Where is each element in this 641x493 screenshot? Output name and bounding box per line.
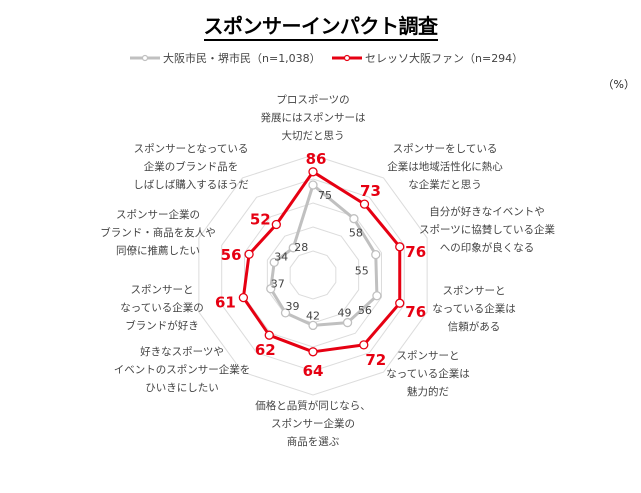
axis-label: スポンサーとなっている企業のブランドが好き bbox=[120, 284, 203, 332]
axis-label-line: 企業のブランド品を bbox=[144, 160, 239, 173]
data-label: 58 bbox=[349, 227, 363, 240]
data-point bbox=[342, 317, 353, 328]
axis-label-line: 信頼がある bbox=[448, 320, 501, 333]
axis-label-line: スポンサーと bbox=[397, 350, 460, 362]
axis-label-line: なっている企業は bbox=[386, 367, 469, 380]
legend-line-gray-icon bbox=[130, 54, 160, 62]
axis-label-line: しばしば購入するほうだ bbox=[133, 178, 249, 191]
legend-item-osaka-residents: 大阪市民・堺市民（n=1,038） bbox=[130, 50, 321, 66]
axis-label-line: プロスポーツの bbox=[276, 94, 349, 106]
grid-ring bbox=[244, 202, 382, 348]
data-point bbox=[359, 340, 369, 350]
data-label: 73 bbox=[360, 182, 381, 200]
axis-label-line: 発展にはスポンサーは bbox=[261, 111, 366, 124]
axis-label-line: 自分が好きなイベントや bbox=[429, 205, 545, 218]
data-label: 56 bbox=[221, 246, 242, 264]
axis-label-line: イベントのスポンサー企業を bbox=[114, 363, 251, 376]
chart-title: スポンサーインパクト調査 bbox=[0, 10, 641, 41]
data-label: 56 bbox=[358, 304, 372, 317]
data-point bbox=[271, 219, 281, 230]
data-label: 61 bbox=[215, 294, 236, 312]
data-label: 86 bbox=[306, 150, 327, 168]
data-label: 64 bbox=[303, 362, 324, 380]
axis-label: スポンサーとなっている企業のブランド品をしばしば購入するほうだ bbox=[133, 143, 249, 191]
axis-label-line: スポンサー企業の bbox=[116, 208, 200, 221]
legend-line-red-icon bbox=[332, 54, 362, 62]
grid-ring bbox=[289, 250, 337, 300]
axis-label: 自分が好きなイベントやスポーツに協賛している企業への印象が良くなる bbox=[419, 205, 555, 254]
axis-label-line: 魅力的だ bbox=[407, 385, 449, 398]
axis-label-line: スポンサーと bbox=[443, 285, 506, 297]
data-label: 42 bbox=[306, 309, 320, 322]
axis-label-line: ブランド・商品を友人や bbox=[100, 226, 216, 239]
axis-label: スポンサーをしている企業は地域活性化に熱心な企業だと思う bbox=[387, 143, 503, 191]
axis-label-line: なっている企業の bbox=[120, 301, 203, 314]
data-label: 55 bbox=[355, 265, 369, 278]
axis-label-line: スポーツに協賛している企業 bbox=[419, 223, 555, 236]
data-point bbox=[244, 249, 254, 259]
axis-label: スポンサーとなっている企業は信頼がある bbox=[432, 285, 515, 333]
data-point bbox=[395, 298, 405, 308]
data-point bbox=[395, 242, 405, 252]
axis-label-line: な企業だと思う bbox=[408, 178, 482, 191]
axis-label-line: 価格と品質が同じなら、 bbox=[255, 399, 371, 412]
data-point bbox=[359, 199, 370, 209]
axis-label-line: 企業は地域活性化に熱心 bbox=[387, 160, 503, 173]
data-point bbox=[264, 330, 274, 340]
data-point bbox=[371, 249, 381, 260]
unit-label: （%） bbox=[602, 78, 635, 91]
axis-label-line: スポンサーとなっている bbox=[134, 143, 249, 155]
data-label: 72 bbox=[365, 351, 386, 369]
data-point bbox=[308, 320, 318, 331]
axis-label-line: 好きなスポーツや bbox=[140, 346, 224, 358]
axis-label: 好きなスポーツやイベントのスポンサー企業をひいきにしたい bbox=[114, 346, 251, 394]
data-label: 75 bbox=[318, 189, 332, 202]
data-label: 37 bbox=[271, 278, 285, 291]
data-point bbox=[266, 284, 276, 294]
data-point bbox=[238, 292, 249, 303]
data-point bbox=[349, 214, 359, 224]
axis-label-line: スポンサー企業の bbox=[271, 417, 355, 430]
data-label: 39 bbox=[285, 300, 299, 313]
grid-ring bbox=[198, 154, 428, 396]
data-label: 62 bbox=[255, 341, 276, 359]
data-label: 76 bbox=[405, 243, 426, 261]
data-label: 76 bbox=[405, 303, 426, 321]
data-point bbox=[308, 167, 318, 177]
axis-label-line: への印象が良くなる bbox=[440, 241, 535, 254]
data-label: 49 bbox=[338, 307, 352, 320]
axis-label-line: ひいきにしたい bbox=[145, 382, 219, 394]
axis-label-line: なっている企業は bbox=[432, 302, 515, 315]
grid-ring bbox=[221, 178, 405, 372]
axis-label-line: 同僚に推薦したい bbox=[116, 244, 200, 257]
data-label: 28 bbox=[294, 241, 308, 254]
data-point bbox=[280, 308, 291, 318]
data-point bbox=[288, 243, 298, 253]
axis-label: 価格と品質が同じなら、スポンサー企業の商品を選ぶ bbox=[255, 399, 371, 448]
axis-label-line: スポンサーをしている bbox=[393, 143, 498, 155]
axis-label-line: ブランドが好き bbox=[125, 319, 199, 332]
data-point bbox=[308, 180, 318, 190]
axis-label: プロスポーツの発展にはスポンサーは大切だと思う bbox=[261, 94, 366, 142]
data-point bbox=[372, 291, 382, 301]
axis-label-line: 大切だと思う bbox=[282, 129, 345, 142]
data-point bbox=[308, 347, 318, 357]
axis-label: スポンサー企業のブランド・商品を友人や同僚に推薦したい bbox=[100, 208, 216, 257]
data-point bbox=[269, 257, 279, 268]
axis-label-line: 商品を選ぶ bbox=[287, 435, 340, 448]
data-label: 52 bbox=[250, 211, 271, 229]
legend-item-cerezo-fans: セレッソ大阪ファン（n=294） bbox=[332, 50, 523, 66]
data-label: 34 bbox=[274, 250, 288, 263]
axis-label: スポンサーとなっている企業は魅力的だ bbox=[386, 350, 469, 398]
axis-label-line: スポンサーと bbox=[131, 284, 194, 296]
